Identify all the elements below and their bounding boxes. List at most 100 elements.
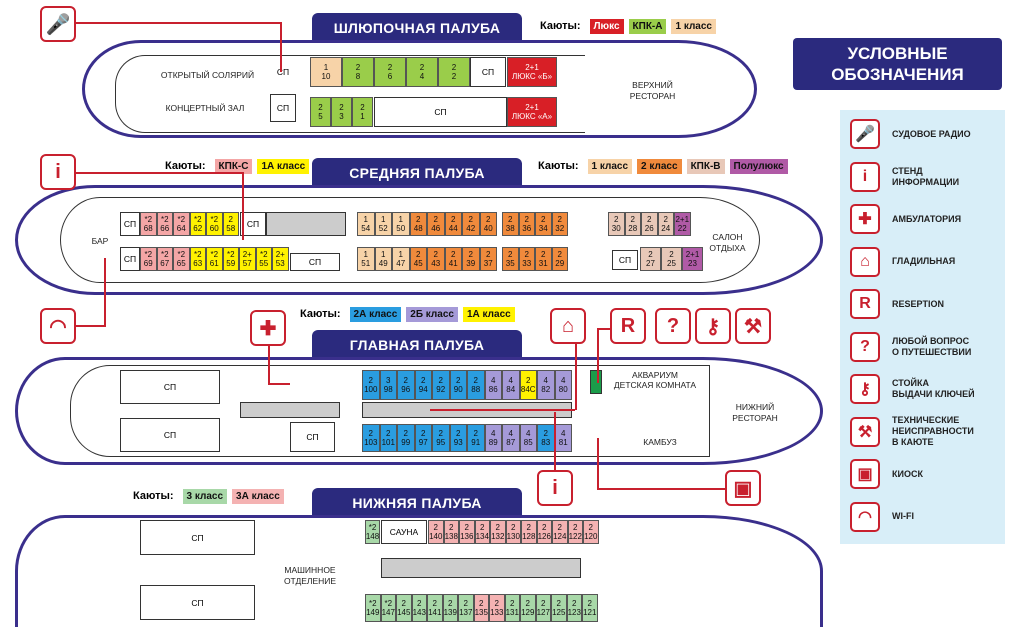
cabin[interactable]: 2 100 (362, 370, 380, 400)
cabin[interactable]: 2 6 (374, 57, 406, 87)
cabin[interactable]: 2 96 (397, 370, 415, 400)
cabin[interactable]: 2 129 (520, 594, 536, 622)
cabin[interactable]: 1 54 (357, 212, 375, 236)
cabin[interactable]: 2+1 23 (682, 247, 703, 271)
cabin[interactable]: 2 103 (362, 424, 380, 452)
cabin[interactable]: 2 43 (427, 247, 445, 271)
cabin[interactable]: 2 93 (449, 424, 467, 452)
cabin[interactable]: 2 36 (518, 212, 535, 236)
cabin[interactable]: 1 52 (374, 212, 392, 236)
cabin[interactable]: 2+ 53 (272, 247, 289, 271)
cabin[interactable]: 2 127 (535, 594, 551, 622)
cabin[interactable]: 2 1 (352, 97, 373, 127)
cabin[interactable]: 2 30 (608, 212, 625, 236)
wifi-icon[interactable]: ◠ (40, 308, 76, 344)
cabin[interactable]: *2 59 (222, 247, 239, 271)
cabin[interactable]: 2 42 (462, 212, 480, 236)
cabin[interactable]: 2 101 (379, 424, 397, 452)
cabin[interactable]: 4 82 (537, 370, 555, 400)
cabin[interactable]: 2 99 (397, 424, 415, 452)
cabin[interactable]: 2 124 (552, 520, 568, 544)
cabin[interactable]: 2 141 (427, 594, 443, 622)
cabin[interactable]: *2 62 (189, 212, 206, 236)
cabin[interactable]: 2 90 (449, 370, 467, 400)
cabin[interactable]: 2 32 (551, 212, 568, 236)
kiosk-icon[interactable]: ▣ (725, 470, 761, 506)
cabin[interactable]: 2 138 (443, 520, 459, 544)
cabin[interactable]: *2 64 (173, 212, 190, 236)
cabin[interactable]: 2 41 (444, 247, 462, 271)
cabin[interactable]: *2 68 (140, 212, 157, 236)
cabin[interactable]: 2 26 (641, 212, 658, 236)
cabin[interactable]: 2 24 (657, 212, 674, 236)
cabin[interactable]: *2 69 (140, 247, 157, 271)
cabin[interactable]: 2 133 (489, 594, 505, 622)
cabin[interactable]: 2 45 (409, 247, 427, 271)
cabin[interactable]: 2 136 (459, 520, 475, 544)
cabin[interactable]: 1 50 (392, 212, 410, 236)
cabin[interactable]: 4 81 (554, 424, 572, 452)
cabin[interactable]: *2 61 (206, 247, 223, 271)
cabin[interactable]: 2 131 (504, 594, 520, 622)
cabin[interactable]: 2 123 (566, 594, 582, 622)
reception-icon[interactable]: R (610, 308, 646, 344)
cabin[interactable]: 2 143 (411, 594, 427, 622)
cabin[interactable]: 4 86 (484, 370, 502, 400)
cabin[interactable]: 2 4 (406, 57, 438, 87)
question-icon[interactable]: ? (655, 308, 691, 344)
cabin[interactable]: 2 125 (551, 594, 567, 622)
cabin[interactable]: 2 122 (567, 520, 583, 544)
cabin[interactable]: 2 95 (432, 424, 450, 452)
cabin[interactable]: 2 84C (519, 370, 537, 400)
cabin[interactable]: 2+ 57 (239, 247, 256, 271)
cabin[interactable]: *2 147 (380, 594, 396, 622)
cabin[interactable]: 2 126 (536, 520, 552, 544)
cabin[interactable]: 2 31 (535, 247, 552, 271)
cabin[interactable]: 2 37 (479, 247, 497, 271)
cabin[interactable]: *2 148 (365, 520, 380, 544)
cabin[interactable]: 4 89 (484, 424, 502, 452)
cabin[interactable]: 4 87 (502, 424, 520, 452)
key-icon[interactable]: ⚷ (695, 308, 731, 344)
cabin[interactable]: 2 130 (505, 520, 521, 544)
cabin[interactable]: 2 25 (661, 247, 682, 271)
cabin[interactable]: 3 98 (379, 370, 397, 400)
iron-icon[interactable]: ⌂ (550, 308, 586, 344)
cabin[interactable]: 4 85 (519, 424, 537, 452)
cabin[interactable]: 1 10 (310, 57, 342, 87)
cabin[interactable]: 2 40 (479, 212, 497, 236)
cabin[interactable]: 2 128 (521, 520, 537, 544)
cabin[interactable]: 4 84 (502, 370, 520, 400)
cabin[interactable]: 2 48 (409, 212, 427, 236)
cabin[interactable]: 2 140 (428, 520, 444, 544)
wrench-icon[interactable]: ⚒ (735, 308, 771, 344)
cabin[interactable]: 2 29 (551, 247, 568, 271)
cabin[interactable]: 2 145 (396, 594, 412, 622)
cabin[interactable]: 2+1 22 (674, 212, 691, 236)
cabin[interactable]: 2 3 (331, 97, 352, 127)
cabin[interactable]: *2 67 (156, 247, 173, 271)
cabin[interactable]: 2 44 (444, 212, 462, 236)
cabin[interactable]: 2 132 (490, 520, 506, 544)
cabin[interactable]: 2 92 (432, 370, 450, 400)
cabin[interactable]: 2 2 (438, 57, 470, 87)
cabin[interactable]: 2 97 (414, 424, 432, 452)
cabin[interactable]: 2 8 (342, 57, 374, 87)
cabin[interactable]: 1 51 (357, 247, 375, 271)
cabin[interactable]: 2 134 (474, 520, 490, 544)
cabin[interactable]: 2 38 (502, 212, 519, 236)
cabin[interactable]: 2 46 (427, 212, 445, 236)
cabin[interactable]: 2 121 (582, 594, 598, 622)
main-aquarium-box[interactable] (590, 370, 602, 394)
cabin[interactable]: 2 91 (467, 424, 485, 452)
info-icon[interactable]: i (40, 154, 76, 190)
boat-lux-b[interactable]: 2+1 ЛЮКС «Б» (507, 57, 557, 87)
cabin[interactable]: 2 35 (502, 247, 519, 271)
cabin[interactable]: 2 137 (458, 594, 474, 622)
cabin[interactable]: 2 120 (583, 520, 599, 544)
cabin[interactable]: 1 49 (374, 247, 392, 271)
info-icon-main[interactable]: i (537, 470, 573, 506)
cabin[interactable]: 2 27 (640, 247, 661, 271)
cabin[interactable]: 2 139 (442, 594, 458, 622)
radio-icon[interactable]: 🎤 (40, 6, 76, 42)
